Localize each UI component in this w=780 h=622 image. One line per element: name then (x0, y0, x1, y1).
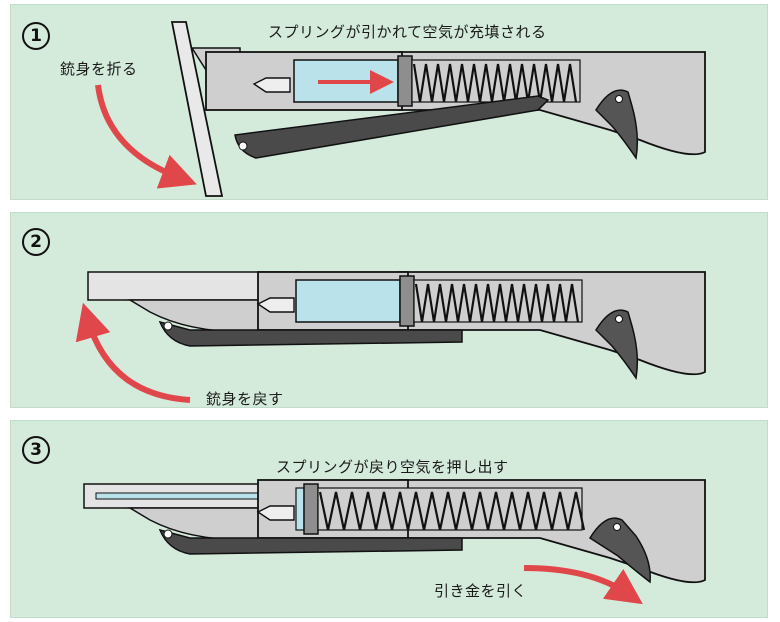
air-chamber-3 (295, 487, 305, 531)
caption-pull-trigger: 引き金を引く (434, 582, 528, 600)
caption-return-barrel: 銃身を戻す (206, 390, 284, 408)
pull-trigger-arrow (523, 565, 643, 605)
trigger-3 (588, 517, 651, 584)
caption-spring-pulled: スプリングが引かれて空気が充填される (268, 23, 547, 41)
step-number-3: 3 (22, 436, 50, 464)
piston-2 (399, 275, 415, 327)
piston-1 (397, 55, 413, 107)
step-3-drawing (83, 479, 706, 605)
caption-spring-release: スプリングが戻り空気を押し出す (276, 458, 509, 476)
piston-3 (303, 483, 319, 535)
cocking-lever-3 (158, 528, 463, 555)
step-number-1: 1 (22, 22, 50, 50)
folded-barrel (170, 21, 224, 197)
bend-barrel-arrow (95, 84, 197, 189)
air-chamber-2 (295, 279, 401, 323)
cocking-lever-1 (234, 95, 550, 159)
cocking-lever-2 (158, 320, 463, 347)
spring-2 (414, 283, 580, 323)
spring-3 (318, 491, 586, 531)
spring-1 (412, 63, 578, 103)
step-number-2: 2 (22, 228, 50, 256)
trigger-2 (595, 309, 639, 380)
trigger-1 (595, 89, 639, 160)
return-barrel-arrow (75, 302, 191, 403)
step-2-drawing (75, 271, 706, 403)
caption-fold-barrel: 銃身を折る (60, 60, 138, 78)
step-1-drawing (95, 21, 706, 197)
